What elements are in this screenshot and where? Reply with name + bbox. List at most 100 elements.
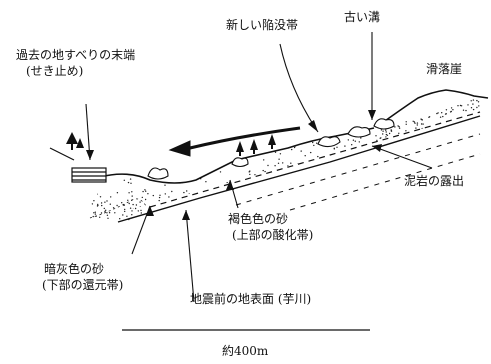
old-landslide-outline [90, 199, 146, 218]
toe-stipple-dot [130, 208, 131, 209]
stipple-dot [438, 147, 439, 148]
stipple-dot [265, 141, 266, 142]
stipple-dot [358, 179, 359, 180]
stipple-dot [99, 147, 100, 148]
stipple-dot [158, 126, 159, 127]
stipple-dot [320, 212, 321, 213]
stipple-dot [304, 214, 305, 215]
stipple-dot [314, 178, 315, 179]
stipple-dot [221, 128, 222, 129]
stipple-dot [369, 204, 370, 205]
scarp-stipple [380, 99, 480, 139]
stipple-dot [301, 200, 302, 201]
stipple-dot [234, 133, 235, 134]
scarp-stipple-dot [452, 109, 453, 110]
stipple-dot [264, 175, 265, 176]
toe-stipple-dot [110, 204, 111, 205]
stipple-dot [96, 186, 97, 187]
stipple-dot [352, 126, 353, 127]
stipple-dot [139, 142, 140, 143]
stipple-dot [292, 207, 293, 208]
stipple-dot [189, 169, 190, 170]
river-bank-line [50, 148, 74, 160]
stipple-dot [97, 193, 98, 194]
stipple-dot [146, 145, 147, 146]
toe-stipple-dot [93, 200, 94, 201]
stipple-dot [161, 130, 162, 131]
stipple-dot [183, 171, 184, 172]
stipple-dot [211, 207, 212, 208]
stipple-dot [146, 160, 147, 161]
stipple-dot [144, 142, 145, 143]
stipple-dot [124, 180, 125, 181]
stipple-dot [430, 199, 431, 200]
stipple-dot [331, 164, 332, 165]
scarp-stipple-dot [405, 130, 406, 131]
stipple-dot [196, 131, 197, 132]
stipple-dot [181, 176, 182, 177]
stipple-dot [129, 166, 130, 167]
stipple-dot [307, 172, 308, 173]
stipple-dot [270, 126, 271, 127]
scarp-stipple-dot [385, 130, 386, 131]
stipple-dot [392, 195, 393, 196]
stipple-dot [171, 210, 172, 211]
stipple-dot [123, 135, 124, 136]
toe-stipple-dot [126, 216, 127, 217]
stipple-dot [447, 157, 448, 158]
stipple-dot [451, 203, 452, 204]
scarp-stipple-dot [406, 121, 407, 122]
stipple-dot [348, 204, 349, 205]
stipple-dot [113, 157, 114, 158]
stipple-dot [205, 181, 206, 182]
stipple-dot [321, 194, 322, 195]
stipple-dot [232, 148, 233, 149]
scarp-stipple-dot [398, 133, 399, 134]
toe-stipple-dot [101, 212, 102, 213]
stipple-dot [363, 194, 364, 195]
stipple-dot [419, 138, 420, 139]
stipple-dot [274, 195, 275, 196]
stipple-dot [476, 164, 477, 165]
stipple-dot [147, 193, 148, 194]
scarp-stipple-dot [460, 105, 461, 106]
stipple-dot [93, 166, 94, 167]
scarp-stipple-dot [476, 100, 477, 101]
stipple-dot [134, 127, 135, 128]
stipple-dot [215, 154, 216, 155]
stipple-dot [206, 136, 207, 137]
stipple-dot [278, 159, 279, 160]
stipple-dot [200, 209, 201, 210]
stipple-dot [286, 172, 287, 173]
toe-stipple-dot [109, 212, 110, 213]
stipple-dot [279, 190, 280, 191]
stipple-dot [466, 126, 467, 127]
stipple-dot [329, 160, 330, 161]
stipple-dot [310, 152, 311, 153]
leader-arrows [86, 32, 432, 302]
stipple-dot [255, 126, 256, 127]
stipple-dot [116, 205, 117, 206]
stipple-dot [366, 200, 367, 201]
scarp-stipple-dot [471, 100, 472, 101]
stipple-dot [428, 163, 429, 164]
scarp-stipple-dot [382, 133, 383, 134]
stipple-dot [351, 144, 352, 145]
stipple-dot [476, 136, 477, 137]
stipple-dot [350, 208, 351, 209]
stipple-dot [405, 194, 406, 195]
toe-stipple-dot [107, 215, 108, 216]
scarp-stipple-dot [414, 123, 415, 124]
stipple-dot [331, 131, 332, 132]
stipple-dot [250, 145, 251, 146]
stipple-dot [118, 157, 119, 158]
stipple-dot [130, 178, 131, 179]
stipple-dot [140, 153, 141, 154]
stipple-dot [460, 153, 461, 154]
stipple-dot [443, 197, 444, 198]
stipple-dot [377, 209, 378, 210]
stipple-dot [386, 184, 387, 185]
stipple-dot [400, 150, 401, 151]
stipple-dot [140, 165, 141, 166]
toe-stipple-dot [128, 219, 129, 220]
